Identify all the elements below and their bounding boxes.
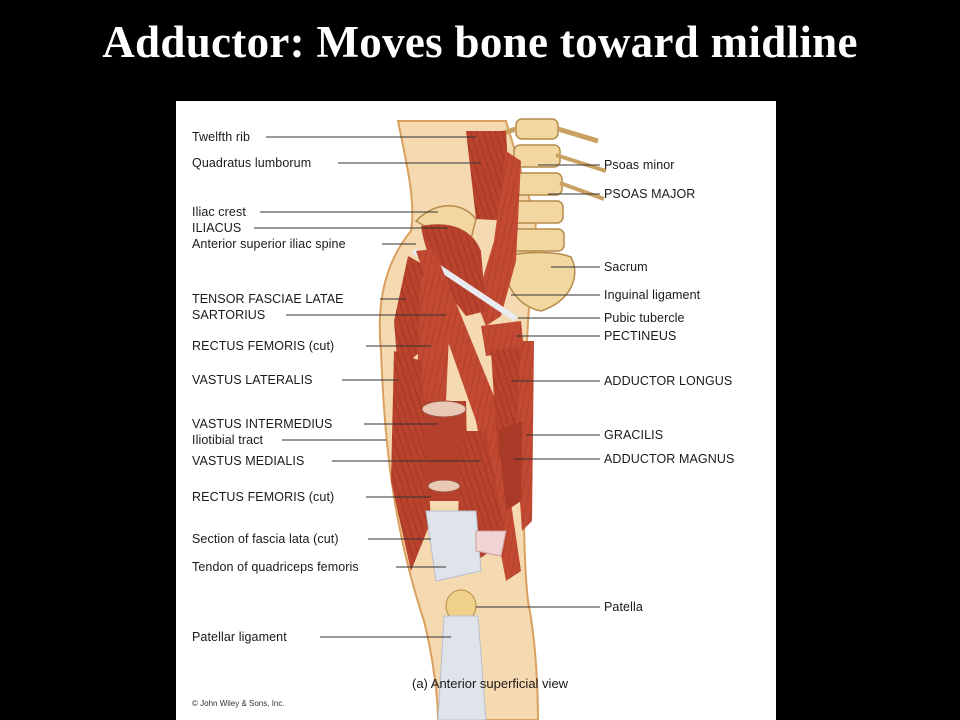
- tensor-fasciae-latae: [394, 256, 426, 371]
- figure-caption: (a) Anterior superficial view: [412, 676, 569, 691]
- label-iliotibial-tract: Iliotibial tract: [192, 433, 264, 447]
- label-twelfth-rib: Twelfth rib: [192, 130, 251, 144]
- label-pubic-tubercle: Pubic tubercle: [604, 311, 685, 325]
- label-anterior-superior-iliac-spine: Anterior superior iliac spine: [192, 237, 346, 251]
- label-iliac-crest: Iliac crest: [192, 205, 246, 219]
- leader-lines-left: [254, 136, 481, 638]
- label-tensor-fasciae-latae: TENSOR FASCIAE LATAE: [192, 292, 344, 306]
- label-psoas-major: PSOAS MAJOR: [604, 187, 696, 201]
- psoas-major: [476, 151, 521, 326]
- label-psoas-minor: Psoas minor: [604, 158, 675, 172]
- iliacus: [421, 224, 486, 316]
- patellar-ligament: [437, 615, 487, 720]
- thigh-muscle-illustration: [254, 118, 607, 720]
- label-iliacus: ILIACUS: [192, 221, 242, 235]
- label-patellar-ligament: Patellar ligament: [192, 630, 287, 644]
- label-adductor-magnus: ADDUCTOR MAGNUS: [604, 452, 735, 466]
- label-inguinal-ligament: Inguinal ligament: [604, 288, 701, 302]
- label-rectus-femoris-lower: RECTUS FEMORIS (cut): [192, 490, 335, 504]
- label-tendon-quadriceps-femoris: Tendon of quadriceps femoris: [192, 560, 359, 574]
- label-quadratus-lumborum: Quadratus lumborum: [192, 156, 312, 170]
- label-section-fascia-lata: Section of fascia lata (cut): [192, 532, 339, 546]
- label-patella: Patella: [604, 600, 643, 614]
- vastus-intermedius: [424, 401, 468, 501]
- label-vastus-intermedius: VASTUS INTERMEDIUS: [192, 417, 333, 431]
- anatomy-figure: Twelfth rib Quadratus lumborum Iliac cre…: [176, 101, 776, 720]
- label-vastus-lateralis: VASTUS LATERALIS: [192, 373, 313, 387]
- label-gracilis: GRACILIS: [604, 428, 664, 442]
- copyright-notice: © John Wiley & Sons, Inc.: [192, 699, 285, 708]
- slide-title: Adductor: Moves bone toward midline: [102, 17, 858, 67]
- label-pectineus: PECTINEUS: [604, 329, 677, 343]
- leader-lines-right: [476, 164, 600, 608]
- label-sartorius: SARTORIUS: [192, 308, 266, 322]
- label-vastus-medialis: VASTUS MEDIALIS: [192, 454, 305, 468]
- label-sacrum: Sacrum: [604, 260, 648, 274]
- label-adductor-longus: ADDUCTOR LONGUS: [604, 374, 733, 388]
- pectineus: [481, 321, 524, 356]
- quadriceps-tendon: [425, 510, 482, 582]
- fascia-lata-section: [475, 530, 507, 557]
- adductor-magnus: [498, 421, 522, 511]
- label-rectus-femoris-upper: RECTUS FEMORIS (cut): [192, 339, 335, 353]
